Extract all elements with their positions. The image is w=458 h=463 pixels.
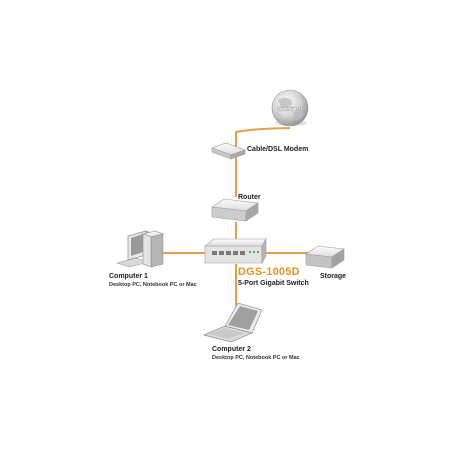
laptop-icon — [202, 302, 263, 343]
computer2-sublabel: Desktop PC, Notebook PC or Mac — [212, 355, 300, 361]
internet-label: Internet — [277, 106, 303, 113]
router-icon — [211, 198, 259, 222]
modem-label: Cable/DSL Modem — [247, 146, 309, 153]
connection-lines — [160, 127, 312, 306]
storage-label: Storage — [320, 273, 347, 280]
desktop-pc-icon — [115, 230, 165, 268]
computer1-sublabel: Desktop PC, Notebook PC or Mac — [109, 282, 197, 288]
computer2-label: Computer 2 — [212, 346, 251, 353]
switch-icon — [204, 237, 267, 265]
modem-icon — [211, 142, 246, 160]
cable-internet-to-router — [235, 127, 291, 197]
switch-label: 5-Port Gigabit Switch — [238, 280, 309, 287]
router-label: Router — [238, 194, 261, 201]
globe-icon — [271, 89, 309, 127]
switch-model-label: DGS-1005D — [238, 266, 300, 278]
computer1-label: Computer 1 — [109, 273, 148, 280]
storage-icon — [305, 245, 345, 269]
